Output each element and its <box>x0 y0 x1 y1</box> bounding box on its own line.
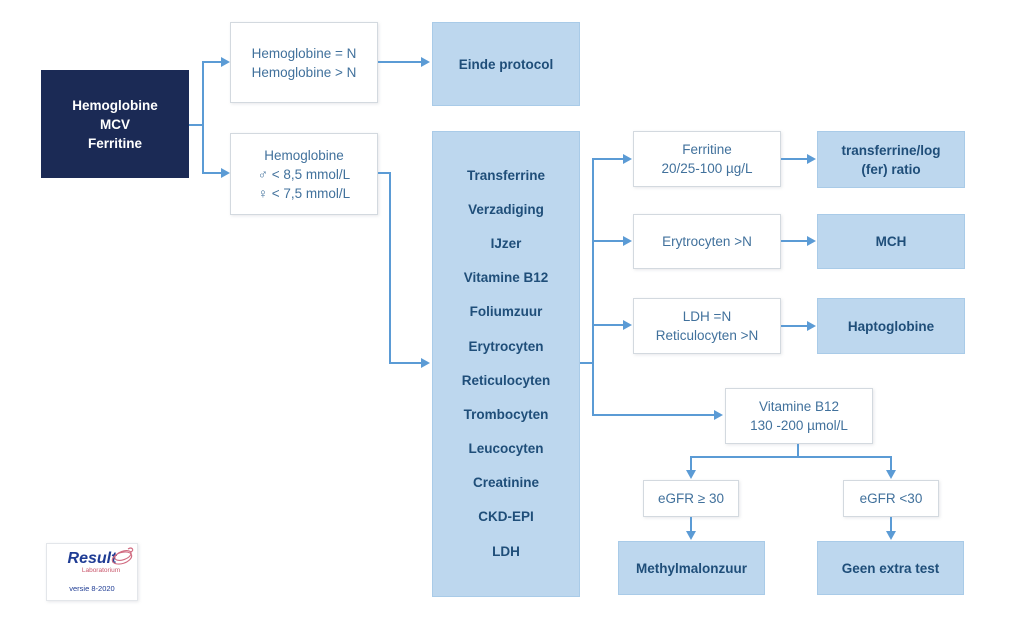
node-mch: MCH <box>817 214 965 269</box>
hb-low-line1: Hemoglobine <box>264 147 344 163</box>
flow-line <box>690 456 892 458</box>
ferritine-line1: Ferritine <box>682 142 732 157</box>
arrowhead-down-icon <box>686 470 696 479</box>
ldh-line2: Reticulocyten >N <box>655 328 759 343</box>
flow-line <box>202 172 224 174</box>
node-egfr-ge-30: eGFR ≥ 30 <box>643 480 739 517</box>
flow-line <box>797 444 799 458</box>
panel-item-transferrine: Transferrine <box>466 167 546 183</box>
flow-line <box>202 61 204 174</box>
flow-line <box>890 517 892 533</box>
hb-low-line3: ♀ < 7,5 mmol/L <box>257 185 351 201</box>
flow-line <box>781 240 809 242</box>
arrowhead-right-icon <box>623 320 632 330</box>
arrowhead-right-icon <box>221 168 230 178</box>
ratio-line1: transferrine/log <box>841 142 941 158</box>
node-hemoglobine-normaal: Hemoglobine = N Hemoglobine > N <box>230 22 378 103</box>
flow-line <box>781 325 809 327</box>
arrowhead-right-icon <box>421 358 430 368</box>
ratio-line2: (fer) ratio <box>861 161 921 177</box>
panel-item-ldh: LDH <box>492 543 520 559</box>
result-laboratorium-logo: Result Laboratorium versie 8-2020 <box>46 543 138 601</box>
panel-item-verzadiging: Verzadiging <box>468 201 544 217</box>
node-start-line2: MCV <box>100 116 130 132</box>
node-start-hemoglobine-mcv-ferritine: Hemoglobine MCV Ferritine <box>41 70 189 178</box>
flow-line <box>592 324 625 326</box>
flow-line <box>389 172 391 364</box>
einde-protocol-label: Einde protocol <box>458 56 554 72</box>
panel-item-ijzer: IJzer <box>490 235 522 251</box>
node-start-line1: Hemoglobine <box>72 97 158 113</box>
panel-item-creatinine: Creatinine <box>472 475 540 491</box>
logo-version-text: versie 8-2020 <box>69 584 115 593</box>
hb-normal-line2: Hemoglobine > N <box>251 64 357 80</box>
arrowhead-down-icon <box>886 531 896 540</box>
flow-line <box>690 456 692 472</box>
node-start-line3: Ferritine <box>87 135 142 151</box>
ferritine-line2: 20/25-100 µg/L <box>661 161 753 176</box>
flow-line <box>202 61 224 63</box>
panel-item-reticulocyten: Reticulocyten <box>461 372 551 388</box>
panel-item-leucocyten: Leucocyten <box>468 441 544 457</box>
flow-line <box>890 456 892 472</box>
flow-line <box>781 158 809 160</box>
flow-line <box>189 124 203 126</box>
node-ferritine-range: Ferritine 20/25-100 µg/L <box>633 131 781 187</box>
panel-item-vitamine-b12: Vitamine B12 <box>463 270 549 286</box>
node-ldh-reticulocyten: LDH =N Reticulocyten >N <box>633 298 781 354</box>
geen-extra-test-label: Geen extra test <box>841 560 940 576</box>
hb-low-line2: ♂ < 8,5 mmol/L <box>257 166 351 182</box>
flow-line <box>378 61 423 63</box>
panel-item-foliumzuur: Foliumzuur <box>469 304 543 320</box>
flow-line <box>690 517 692 533</box>
arrowhead-down-icon <box>886 470 896 479</box>
node-test-panel: Transferrine Verzadiging IJzer Vitamine … <box>432 131 580 597</box>
methylmalonzuur-label: Methylmalonzuur <box>635 560 747 576</box>
arrowhead-right-icon <box>714 410 723 420</box>
node-einde-protocol: Einde protocol <box>432 22 580 106</box>
node-transferrine-log-fer-ratio: transferrine/log (fer) ratio <box>817 131 965 188</box>
node-methylmalonzuur: Methylmalonzuur <box>618 541 765 595</box>
vitb12-line2: 130 -200 µmol/L <box>750 418 848 433</box>
flow-line <box>592 158 625 160</box>
arrowhead-down-icon <box>686 531 696 540</box>
egfr-ge-30-label: eGFR ≥ 30 <box>658 491 724 506</box>
ldh-line1: LDH =N <box>682 309 732 324</box>
logo-subtitle-text: Laboratorium <box>81 567 121 574</box>
arrowhead-right-icon <box>807 321 816 331</box>
flow-line <box>592 158 594 416</box>
vitb12-line1: Vitamine B12 <box>758 399 840 414</box>
flow-line <box>580 362 594 364</box>
node-geen-extra-test: Geen extra test <box>817 541 964 595</box>
logo-brand-text: Result <box>67 550 117 567</box>
node-egfr-lt-30: eGFR <30 <box>843 480 939 517</box>
erytrocyten-hoog-label: Erytrocyten >N <box>662 234 752 249</box>
logo-dish-doodle-icon <box>111 547 134 565</box>
panel-item-ckd-epi: CKD-EPI <box>478 509 534 525</box>
hb-normal-line1: Hemoglobine = N <box>251 45 357 61</box>
flow-line <box>592 240 625 242</box>
panel-item-erytrocyten: Erytrocyten <box>468 338 544 354</box>
mch-label: MCH <box>875 234 907 249</box>
arrowhead-right-icon <box>623 236 632 246</box>
arrowhead-right-icon <box>421 57 430 67</box>
arrowhead-right-icon <box>221 57 230 67</box>
node-vitamine-b12-range: Vitamine B12 130 -200 µmol/L <box>725 388 873 444</box>
haptoglobine-label: Haptoglobine <box>847 318 935 334</box>
node-erytrocyten-hoog: Erytrocyten >N <box>633 214 781 269</box>
flow-line <box>389 362 423 364</box>
flow-line <box>378 172 391 174</box>
node-hemoglobine-laag: Hemoglobine ♂ < 8,5 mmol/L ♀ < 7,5 mmol/… <box>230 133 378 215</box>
node-haptoglobine: Haptoglobine <box>817 298 965 354</box>
flow-line <box>592 414 716 416</box>
panel-item-trombocyten: Trombocyten <box>463 406 549 422</box>
arrowhead-right-icon <box>807 236 816 246</box>
arrowhead-right-icon <box>623 154 632 164</box>
arrowhead-right-icon <box>807 154 816 164</box>
egfr-lt-30-label: eGFR <30 <box>859 491 923 506</box>
